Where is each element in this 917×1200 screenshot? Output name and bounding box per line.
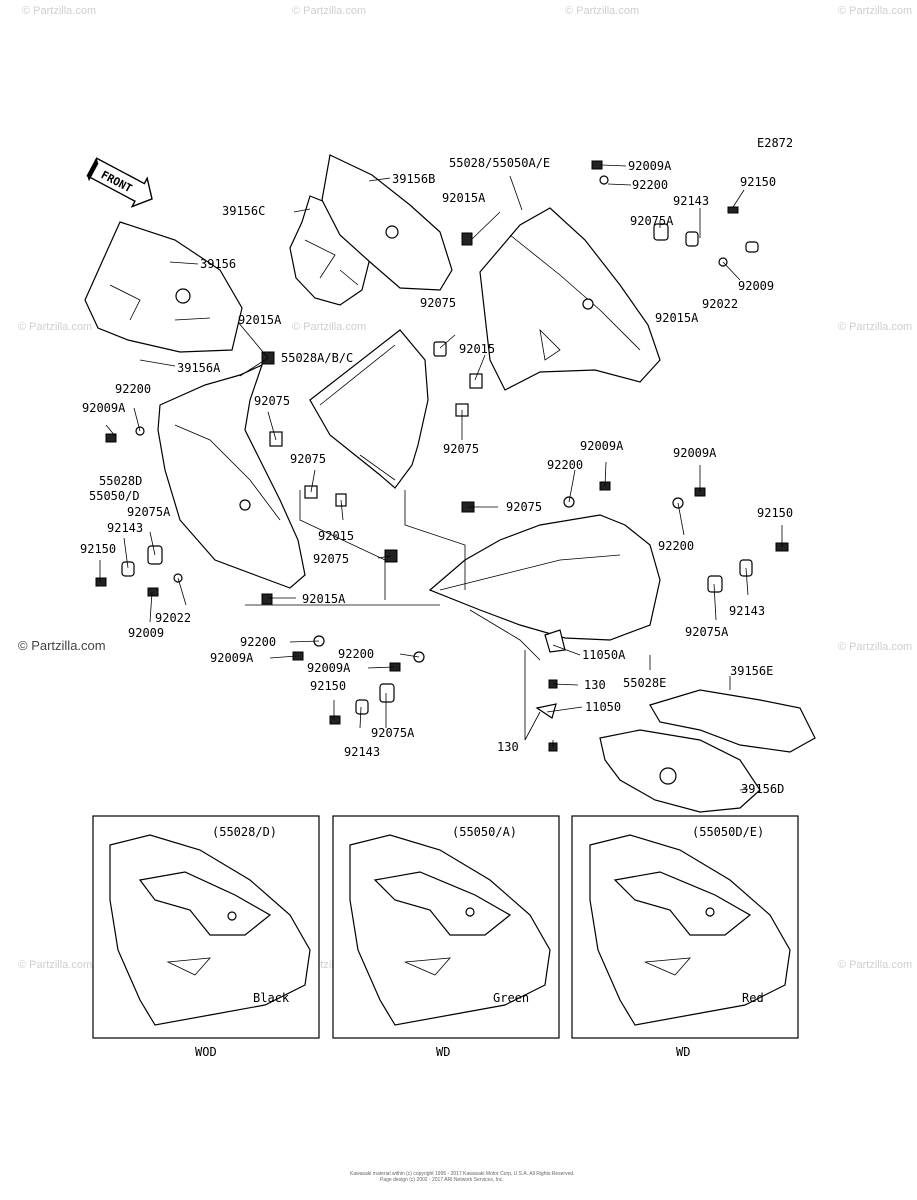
part-callout[interactable]: 92009A [307,661,351,675]
variant-box-3: (55050D/E) Red WD [571,815,799,1059]
part-callout[interactable]: 92143 [344,745,380,759]
part-callout[interactable]: 92009A [210,651,254,665]
front-arrow: FRONT [86,157,153,208]
part-callout[interactable]: 92200 [115,382,151,396]
part-callout[interactable]: 92009A [673,446,717,460]
part-callout[interactable]: 92200 [338,647,374,661]
variant-color: Green [493,991,529,1005]
variant-part-number: (55050/A) [452,825,517,839]
part-callout[interactable]: 92200 [240,635,276,649]
diagram-code: E2872 [757,136,793,150]
watermark: © Partzilla.com [18,638,106,653]
part-callout[interactable]: 92150 [80,542,116,556]
variant-color: Black [253,991,290,1005]
part-callout[interactable]: 55028E [623,676,666,690]
footer-copyright-2: Page design (c) 2002 - 2017 ARI Network … [380,1177,504,1183]
part-callout[interactable]: 92075 [313,552,349,566]
part-callout[interactable]: 92075 [506,500,542,514]
variant-color: Red [742,991,764,1005]
part-callout[interactable]: 11050A [582,648,626,662]
variant-model-code: WD [676,1045,690,1059]
upper-cowl-55028 [479,207,661,391]
part-callout[interactable]: 55050/D [89,489,140,503]
inner-panel-39156 [84,221,243,353]
part-callout[interactable]: 92022 [155,611,191,625]
variant-part-number: (55028/D) [212,825,277,839]
variant-box-2: (55050/A) Green WD [332,815,560,1059]
part-callout[interactable]: 92200 [632,178,668,192]
watermark: © Partzilla.com [565,5,639,17]
insulator-39156D [599,729,761,813]
part-callout[interactable]: 92075 [254,394,290,408]
part-callout[interactable]: 92143 [673,194,709,208]
part-callout[interactable]: 92015A [302,592,346,606]
variant-model-code: WOD [195,1045,217,1059]
part-callout[interactable]: 39156 [200,257,236,271]
watermark: © Partzilla.com [838,5,912,17]
part-callout[interactable]: 92009A [82,401,126,415]
part-callout[interactable]: 11050 [585,700,621,714]
part-callout[interactable]: 55028/55050A/E [449,156,550,170]
watermark: © Partzilla.com [292,321,366,333]
insulator-39156E [649,689,816,753]
part-callout[interactable]: 92015 [459,342,495,356]
variant-model-code: WD [436,1045,450,1059]
windscreen-55028A [309,329,429,489]
part-callout[interactable]: 92200 [658,539,694,553]
callout-labels: 55028/55050A/E 92009A 92200 92015A 92150… [80,156,793,796]
watermark: © Partzilla.com [838,959,912,971]
part-callout[interactable]: 55028A/B/C [281,351,353,365]
part-callout[interactable]: 92009A [580,439,624,453]
part-callout[interactable]: 92009A [628,159,672,173]
leader-lines [99,164,783,791]
part-callout[interactable]: 92015A [238,313,282,327]
inner-panel-39156B [321,154,453,291]
part-callout[interactable]: 92143 [729,604,765,618]
part-callout[interactable]: 39156A [177,361,221,375]
part-callout[interactable]: 92015A [442,191,486,205]
left-side-cowl-55028D [157,363,306,589]
part-callout[interactable]: 92143 [107,521,143,535]
part-callout[interactable]: 92150 [757,506,793,520]
part-callout[interactable]: 39156C [222,204,265,218]
part-callout[interactable]: 92075 [443,442,479,456]
part-callout[interactable]: 92015 [318,529,354,543]
part-callout[interactable]: 92022 [702,297,738,311]
footer-copyright: Kawasaki material within (c) copyright 1… [350,1171,575,1177]
part-callout[interactable]: 92015A [655,311,699,325]
part-callout[interactable]: 92075 [420,296,456,310]
variant-box-1: (55028/D) Black WOD [92,815,320,1059]
part-callout[interactable]: 55028D [99,474,142,488]
part-callout[interactable]: 92075A [371,726,415,740]
part-callout[interactable]: 39156B [392,172,435,186]
watermark: © Partzilla.com [22,5,96,17]
part-callout[interactable]: 92075A [685,625,729,639]
part-callout[interactable]: 92009 [738,279,774,293]
part-callout[interactable]: 92150 [310,679,346,693]
watermark: © Partzilla.com [838,321,912,333]
hardware-group [95,160,789,752]
part-callout[interactable]: 130 [584,678,606,692]
part-callout[interactable]: 92075A [630,214,674,228]
part-callout[interactable]: 92075A [127,505,171,519]
part-callout[interactable]: 92150 [740,175,776,189]
part-callout[interactable]: 39156E [730,664,773,678]
watermark: © Partzilla.com [18,959,92,971]
part-callout[interactable]: 92009 [128,626,164,640]
watermark: © Partzilla.com [292,5,366,17]
watermark: © Partzilla.com [838,641,912,653]
part-callout[interactable]: 39156D [741,782,784,796]
lower-cowl-55028E [428,514,661,661]
part-callout[interactable]: 92075 [290,452,326,466]
watermark: © Partzilla.com [18,321,92,333]
part-callout[interactable]: 130 [497,740,519,754]
variant-part-number: (55050D/E) [692,825,764,839]
part-callout[interactable]: 92200 [547,458,583,472]
